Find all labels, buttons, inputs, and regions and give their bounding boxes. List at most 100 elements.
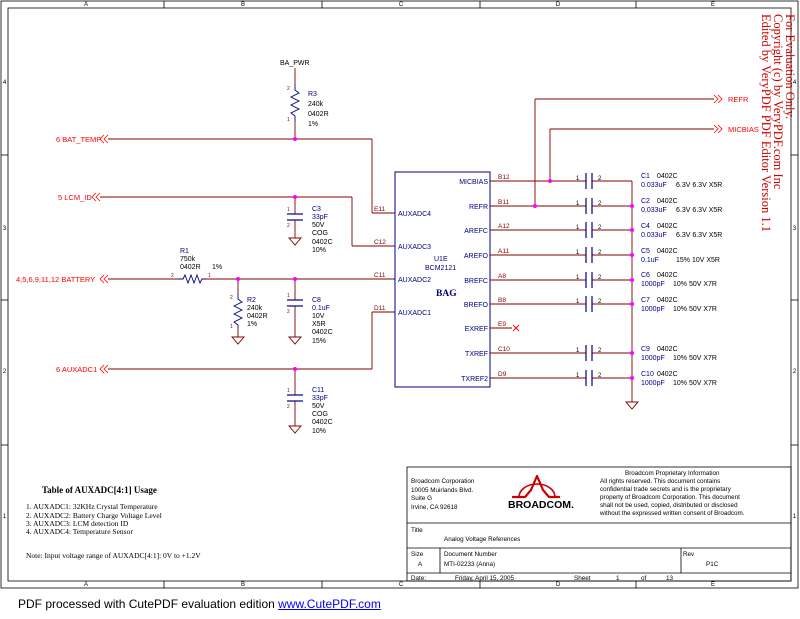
capacitor-package: 0402C	[657, 371, 678, 378]
capacitor-spec: 6.3V 6.3V X5R	[676, 182, 722, 189]
capacitor-spec: 33pF	[312, 395, 328, 402]
net-label-auxadc1: 6 AUXADC1	[56, 365, 97, 374]
watermark: For Evaluation Only. Copyright (c) by Ve…	[759, 14, 797, 232]
ground-icon	[231, 336, 245, 345]
pin-number: 1	[576, 176, 580, 182]
junction-dot	[630, 302, 634, 306]
chip-pin-number: A12	[498, 223, 510, 230]
junction-dot	[548, 179, 552, 183]
capacitor-ref: C11	[312, 387, 324, 394]
chip-pin-number: B12	[498, 174, 510, 181]
capacitor-spec: 50V	[312, 222, 325, 229]
capacitor-ref: C3	[312, 206, 321, 213]
chip-pin-name: BREFC	[464, 278, 488, 285]
chip-pin-number: B11	[498, 199, 509, 206]
chip-pin-number: D9	[498, 371, 507, 378]
capacitor-spec: 10% 50V X7R	[673, 355, 717, 362]
pin-number: 1	[576, 275, 580, 281]
resistor-r2: R2 240k 0402R 1% 2 1	[230, 293, 268, 330]
junction-dots	[236, 137, 634, 380]
date-label: Date:	[411, 575, 426, 582]
sheet-title: Analog Voltage References	[444, 536, 520, 543]
pin-number: 1	[208, 273, 211, 279]
capacitor-value: 0.033uF	[641, 207, 667, 214]
capacitor-ref: C5	[641, 248, 650, 255]
capacitor-spec: COG	[312, 411, 328, 418]
footer-link[interactable]: www.CutePDF.com	[278, 597, 381, 611]
broadcom-pulse-icon	[512, 474, 560, 499]
pin-number: 1	[287, 117, 290, 123]
proprietary-text: without the expressed written consent of…	[599, 510, 745, 517]
capacitor-ref: C8	[312, 297, 321, 304]
document-number-label: Document Number	[444, 551, 497, 558]
table-item: 3. AUXADC3: LCM detection ID	[26, 519, 129, 528]
watermark-line: For Evaluation Only.	[783, 14, 797, 119]
junction-dot	[630, 253, 634, 257]
chip-u1e: U1E BCM2121 BAG AUXADC4 AUXADC3 AUXADC2 …	[374, 171, 520, 388]
capacitor-ref: C7	[641, 297, 650, 304]
net-label-lcm-id: 5 LCM_ID	[58, 193, 92, 202]
net-label-bat-temp: 6 BAT_TEMP	[56, 135, 101, 144]
proprietary-text: All rights reserved. This document conta…	[600, 478, 720, 485]
chip-pin-number: C10	[498, 346, 510, 353]
resistor-r3: R3 240k 0402R 1% 2 1	[287, 84, 329, 128]
ground-icon	[288, 425, 302, 434]
capacitor-package: 0402C	[657, 173, 678, 180]
col-label: B	[241, 2, 245, 8]
capacitor-spec: 10%	[312, 247, 326, 254]
chip-package: BAG	[436, 289, 457, 299]
junction-dot	[236, 277, 240, 281]
capacitor-spec: 0.1uF	[312, 305, 330, 312]
pin-number: 2	[171, 273, 174, 279]
chip-pin-name: AUXADC3	[398, 244, 431, 251]
capacitor-ref: C2	[641, 198, 650, 205]
capacitor-value: 1000pF	[641, 380, 665, 387]
table-item: 4. AUXADC4: Temperature Sensor	[26, 527, 133, 536]
capacitor-spec: 10% 50V X7R	[673, 281, 717, 288]
capacitor-spec: 0402C	[312, 239, 333, 246]
capacitor-c5: 1 2 C5 0402C 0.1uF 15% 10V X5R	[576, 247, 720, 264]
chip-pin-name: BREFO	[464, 302, 489, 309]
pin-number: 1	[230, 324, 233, 330]
size-value: A	[418, 561, 423, 568]
capacitor-spec: 15% 10V X5R	[676, 257, 720, 264]
pin-number: 2	[598, 348, 602, 354]
broadcom-wordmark: BROADCOM.	[508, 499, 574, 511]
ground-icon	[288, 336, 302, 345]
junction-dot	[630, 228, 634, 232]
capacitor-ref: C9	[641, 346, 650, 353]
footer-banner: PDF processed with CutePDF evaluation ed…	[18, 597, 381, 611]
capacitor-spec: 10% 50V X7R	[673, 306, 717, 313]
watermark-line: Copyright (c) by VeryPDF.com Inc	[771, 14, 785, 190]
frame-labels: A B C D E A B C D E 4 3 2 1 4 3 2 1	[3, 2, 797, 588]
col-label: C	[399, 2, 404, 8]
capacitor-value: 1000pF	[641, 306, 665, 313]
ground-icon	[288, 237, 302, 246]
chip-body	[394, 171, 491, 388]
proprietary-text: confidential trade secrets and is the pr…	[600, 486, 732, 493]
chip-pin-name: REFR	[469, 204, 488, 211]
capacitor-c3: C3 33pF 50V COG 0402C 10% 1 2	[287, 206, 333, 254]
chip-pin-name: AUXADC4	[398, 211, 431, 218]
junction-dot	[293, 277, 297, 281]
broadcom-logo: BROADCOM.	[508, 474, 574, 511]
row-label: 2	[3, 369, 7, 375]
capacitor-spec: 0402C	[312, 419, 333, 426]
date-value: Friday, April 15, 2005	[455, 575, 515, 582]
pin-number: 1	[576, 373, 580, 379]
company-address: Suite G	[411, 495, 432, 502]
company-address: 10005 Muirlands Blvd.	[411, 487, 474, 494]
capacitor-c4: 1 2 C4 0402C 0.033uF 6.3V 6.3V X5R	[576, 222, 722, 239]
net-label-battery: 4,5,6,9,11,12 BATTERY	[16, 275, 95, 284]
chip-pin-name: AUXADC1	[398, 310, 431, 317]
chip-part: BCM2121	[425, 265, 456, 272]
capacitor-value: 0.033uF	[641, 182, 667, 189]
pin-number: 2	[287, 86, 290, 92]
capacitor-spec: 6.3V 6.3V X5R	[676, 232, 722, 239]
capacitor-spec: COG	[312, 230, 328, 237]
resistor-value: 240k	[247, 305, 263, 312]
capacitor-c9: 1 2 C9 0402C 1000pF 10% 50V X7R	[576, 345, 717, 362]
sheet-total: 13	[666, 575, 674, 582]
capacitor-spec: 10%	[312, 428, 326, 435]
row-label: 2	[793, 369, 797, 375]
